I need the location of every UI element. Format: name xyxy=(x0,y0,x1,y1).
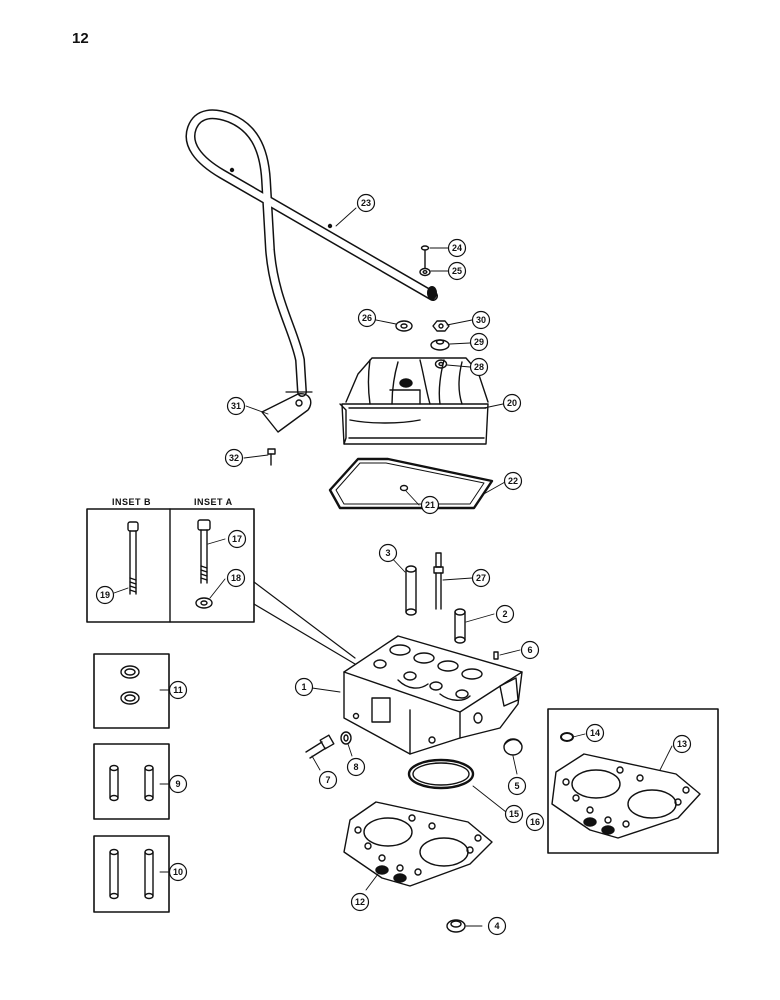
callout-12: 12 xyxy=(355,897,365,907)
copper-washer xyxy=(340,731,352,745)
callout-25: 25 xyxy=(452,266,462,276)
head-bolt xyxy=(197,519,211,584)
head-gasket-inset xyxy=(551,753,701,839)
callout-6: 6 xyxy=(527,645,532,655)
grommet xyxy=(434,359,448,369)
head-gasket xyxy=(343,801,493,887)
o-ring-small xyxy=(560,732,574,742)
callout-10: 10 xyxy=(173,867,183,877)
cylinder-head xyxy=(343,635,523,755)
grommet-small xyxy=(399,484,409,492)
kit-frame-9 xyxy=(93,743,170,820)
kit-frame-11 xyxy=(93,653,170,729)
short-sleeves xyxy=(109,764,154,802)
hardened-washer xyxy=(195,597,213,609)
callout-15: 15 xyxy=(509,809,519,819)
callout-16: 16 xyxy=(530,817,540,827)
callout-7: 7 xyxy=(325,775,330,785)
kit-frame-13 xyxy=(547,708,719,854)
callout-labels: 23 24 25 26 30 29 28 20 31 32 22 21 3 27… xyxy=(100,198,687,931)
callout-2: 2 xyxy=(502,609,507,619)
callout-21: 21 xyxy=(425,500,435,510)
callout-1: 1 xyxy=(301,682,306,692)
callout-19: 19 xyxy=(100,590,110,600)
callout-8: 8 xyxy=(353,762,358,772)
kit-frame-10 xyxy=(93,835,170,913)
callout-4: 4 xyxy=(494,921,499,931)
valve-cover-gasket xyxy=(328,457,494,510)
callout-circles xyxy=(95,193,692,936)
callout-29: 29 xyxy=(474,337,484,347)
screw xyxy=(267,448,276,466)
callout-20: 20 xyxy=(507,398,517,408)
callout-9: 9 xyxy=(175,779,180,789)
callout-13: 13 xyxy=(677,739,687,749)
seal-rings xyxy=(120,665,140,705)
callout-23: 23 xyxy=(361,198,371,208)
tube-gasket xyxy=(261,393,312,433)
callout-28: 28 xyxy=(474,362,484,372)
acorn-nut xyxy=(432,320,450,332)
long-bolt xyxy=(127,521,139,595)
long-sleeves xyxy=(109,848,154,900)
callout-24: 24 xyxy=(452,243,462,253)
callout-30: 30 xyxy=(476,315,486,325)
tube-sleeve-long xyxy=(405,565,417,616)
callout-26: 26 xyxy=(362,313,372,323)
callout-17: 17 xyxy=(232,534,242,544)
o-ring xyxy=(407,758,475,790)
bolt xyxy=(420,245,430,269)
callout-3: 3 xyxy=(385,548,390,558)
tube-sleeve-short xyxy=(454,608,466,644)
callout-22: 22 xyxy=(508,476,518,486)
callout-31: 31 xyxy=(231,401,241,411)
page-number: 12 xyxy=(72,30,89,47)
callout-32: 32 xyxy=(229,453,239,463)
leader-lines xyxy=(113,207,673,927)
inset-b-label: INSET B xyxy=(112,497,152,507)
fitting xyxy=(305,734,335,759)
cup-plug xyxy=(446,919,466,933)
breather-tube xyxy=(185,109,438,397)
plug xyxy=(493,651,499,660)
callout-18: 18 xyxy=(231,573,241,583)
inset-a-label: INSET A xyxy=(194,497,233,507)
callout-27: 27 xyxy=(476,573,486,583)
cup-washer xyxy=(430,339,450,351)
callout-11: 11 xyxy=(173,685,183,695)
callout-5: 5 xyxy=(514,781,519,791)
valve-cover xyxy=(339,357,489,445)
lock-washer xyxy=(419,267,431,277)
washer xyxy=(395,320,413,332)
callout-14: 14 xyxy=(590,728,600,738)
stud xyxy=(433,552,444,610)
expansion-plug xyxy=(503,738,523,756)
